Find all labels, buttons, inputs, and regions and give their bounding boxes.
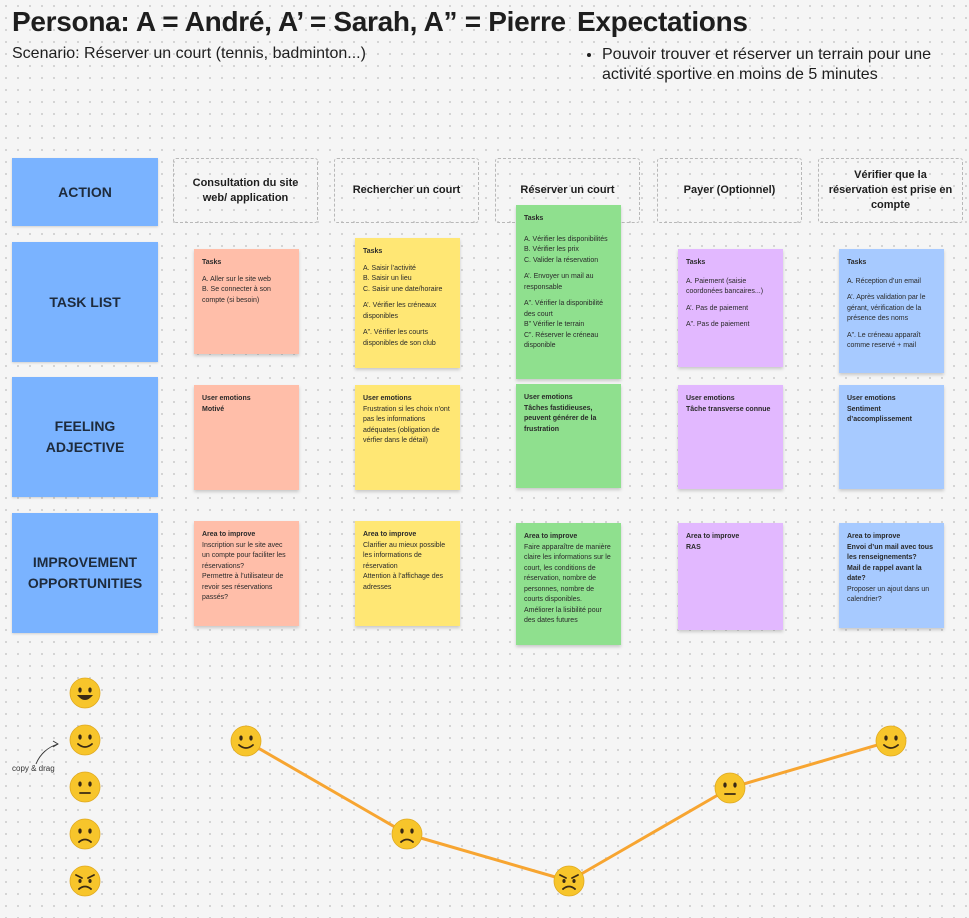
stage-payer[interactable]: Payer (Optionnel) (657, 158, 802, 223)
sticky-heading: Tasks (847, 259, 867, 266)
sticky-heading: Tasks (363, 248, 383, 255)
sticky-line: C. Valider la réservation (524, 256, 599, 264)
emoji-scale (69, 677, 101, 897)
emoji-scale-very-happy-icon[interactable] (69, 677, 101, 709)
emoji-scale-angry-icon[interactable] (69, 865, 101, 897)
copy-drag-arrow (35, 743, 59, 765)
emotion-curve (245, 739, 892, 883)
sticky-heading: User emotions (363, 395, 412, 402)
sticky-heading: Area to improve (363, 531, 417, 538)
journey-angry-icon[interactable] (553, 865, 585, 897)
sticky-line: Proposer un ajout dans un calendrier? (847, 585, 930, 604)
sticky-improve-rechercher[interactable]: Area to improve Clarifier au mieux possi… (355, 521, 460, 626)
sticky-line: B. Saisir un lieu (363, 275, 412, 282)
stage-consultation[interactable]: Consultation du site web/ application (173, 158, 318, 223)
sticky-line: A. Réception d’un email (847, 277, 921, 285)
sticky-heading: Area to improve (202, 531, 256, 538)
stage-verifier[interactable]: Vérifier que la réservation est prise en… (818, 158, 963, 223)
sticky-line: A. Paiement (saisie coordonées bancaires… (686, 277, 764, 296)
sticky-line: A’. Envoyer un mail au responsable (524, 273, 594, 291)
sticky-line: B. Se connecter à son compte (si besoin) (202, 286, 271, 304)
sticky-line: Tâches fastidieuses, peuvent générer de … (524, 404, 597, 433)
emoji-scale-happy-icon[interactable] (69, 724, 101, 756)
sticky-line: Faire apparaître de manière claire les i… (524, 543, 611, 604)
sticky-emotion-consultation[interactable]: User emotions Motivé (194, 385, 299, 490)
sticky-heading: User emotions (686, 395, 735, 402)
sticky-heading: Area to improve (686, 533, 740, 540)
sticky-heading: User emotions (524, 394, 573, 401)
sticky-task-rechercher[interactable]: Tasks A. Saisir l’activité B. Saisir un … (355, 238, 460, 368)
sticky-heading: Area to improve (847, 533, 901, 540)
copy-drag-arrowhead (52, 740, 59, 748)
sticky-line: A. Saisir l’activité (363, 264, 416, 272)
sticky-line: RAS (686, 543, 701, 551)
expectations-title: Expectations (577, 6, 748, 37)
sticky-heading: Tasks (686, 259, 706, 266)
sticky-emotion-rechercher[interactable]: User emotions Frustration si les choix n… (355, 385, 460, 490)
sticky-task-reserver[interactable]: Tasks A. Vérifier les disponibilités B. … (516, 205, 621, 379)
sticky-line: Permettre à l’utilisateur de revoir ses … (202, 573, 284, 601)
sticky-line: C. Saisir une date/horaire (363, 285, 443, 293)
sticky-line: Motivé (202, 405, 225, 413)
row-label-action[interactable]: ACTION (12, 158, 158, 226)
sticky-improve-reserver[interactable]: Area to improve Faire apparaître de mani… (516, 523, 621, 645)
row-label-feeling[interactable]: FEELING ADJECTIVE (12, 377, 158, 497)
copy-drag-note: copy & drag (12, 764, 55, 773)
sticky-task-consultation[interactable]: Tasks A. Aller sur le site web B. Se con… (194, 249, 299, 354)
emoji-scale-neutral-icon[interactable] (69, 771, 101, 803)
sticky-line: Tâche transverse connue (686, 405, 771, 413)
sticky-emotion-reserver[interactable]: User emotions Tâches fastidieuses, peuve… (516, 384, 621, 488)
row-label-improvement[interactable]: IMPROVEMENT OPPORTUNITIES (12, 513, 158, 633)
stage-rechercher[interactable]: Rechercher un court (334, 158, 479, 223)
sticky-line: A’. Vérifier les créneaux disponibles (363, 302, 437, 320)
sticky-line: B. Vérifier les prix (524, 246, 579, 253)
journey-neutral-icon[interactable] (714, 772, 746, 804)
journey-happy-icon[interactable] (875, 725, 907, 757)
sticky-line: A’. Après validation par le gérant, véri… (847, 294, 926, 322)
sticky-line: B” Vérifier le terrain (524, 321, 585, 328)
sticky-line: Sentiment d’accomplissement (847, 405, 912, 424)
sticky-line: Clarifier au mieux possible les informat… (363, 541, 446, 570)
sticky-line: C”. Réserver le créneau disponible (524, 331, 599, 350)
row-label-task-list[interactable]: TASK LIST (12, 242, 158, 362)
sticky-task-payer[interactable]: Tasks A. Paiement (saisie coordonées ban… (678, 249, 783, 367)
sticky-line: Attention à l’affichage des adresses (363, 573, 444, 591)
sticky-line: Envoi d’un mail avec tous les renseignem… (847, 543, 933, 562)
sticky-line: A”. Pas de paiement (686, 321, 750, 328)
emoji-scale-sad-icon[interactable] (69, 818, 101, 850)
expectation-item: Pouvoir trouver et réserver un terrain p… (602, 45, 969, 85)
sticky-line: A”. Le créneau apparaît comme reservé + … (847, 331, 921, 350)
sticky-line: A. Vérifier les disponibilités (524, 235, 608, 243)
sticky-improve-consultation[interactable]: Area to improve Inscription sur le site … (194, 521, 299, 626)
sticky-emotion-payer[interactable]: User emotions Tâche transverse connue (678, 385, 783, 489)
sticky-line: A. Aller sur le site web (202, 275, 271, 283)
sticky-heading: User emotions (202, 395, 251, 402)
sticky-heading: User emotions (847, 395, 896, 402)
expectations-list: Pouvoir trouver et réserver un terrain p… (584, 45, 969, 85)
sticky-improve-verifier[interactable]: Area to improve Envoi d’un mail avec tou… (839, 523, 944, 628)
sticky-line: Inscription sur le site avec un compte p… (202, 541, 286, 570)
sticky-line: A”. Vérifier les courts disponibles de s… (363, 329, 436, 347)
sticky-improve-payer[interactable]: Area to improve RAS (678, 523, 783, 630)
journey-happy-icon[interactable] (230, 725, 262, 757)
journey-emojis (230, 725, 907, 897)
sticky-line: Mail de rappel avant la date? (847, 564, 922, 583)
sticky-emotion-verifier[interactable]: User emotions Sentiment d’accomplissemen… (839, 385, 944, 489)
scenario-subtitle: Scenario: Réserver un court (tennis, bad… (12, 45, 366, 62)
journey-sad-icon[interactable] (391, 818, 423, 850)
sticky-heading: Tasks (202, 259, 222, 266)
sticky-line: Frustration si les choix n’ont pas les i… (363, 405, 450, 445)
persona-title: Persona: A = André, A’ = Sarah, A” = Pie… (12, 6, 566, 37)
sticky-heading: Tasks (524, 215, 544, 222)
sticky-line: Améliorer la lisibilité pour des dates f… (524, 606, 602, 625)
sticky-line: A’. Pas de paiement (686, 304, 749, 312)
sticky-line: A”. Vérifier la disponibilité des court (524, 300, 603, 318)
sticky-task-verifier[interactable]: Tasks A. Réception d’un email A’. Après … (839, 249, 944, 373)
sticky-heading: Area to improve (524, 533, 578, 540)
